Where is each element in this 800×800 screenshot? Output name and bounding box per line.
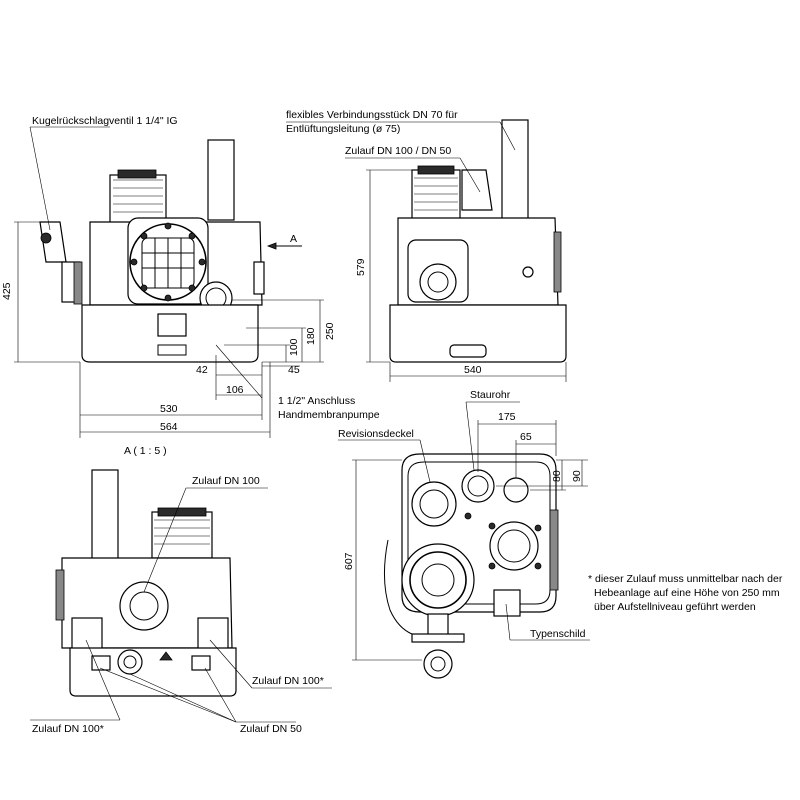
vent-line-label-2: Entlüftungsleitung (ø 75) bbox=[286, 123, 400, 135]
dim-564: 564 bbox=[160, 421, 178, 433]
revisionsdeckel-label: Revisionsdeckel bbox=[338, 428, 414, 440]
dim-90: 90 bbox=[571, 470, 583, 482]
top-view bbox=[384, 454, 558, 678]
dim-42: 42 bbox=[196, 364, 208, 376]
note-line-3: über Aufstellniveau geführt werden bbox=[594, 601, 756, 613]
note-line-1: * dieser Zulauf muss unmittelbar nach de… bbox=[588, 573, 783, 585]
dim-250: 250 bbox=[324, 322, 336, 340]
pump-connection-label-2: Handmembranpumpe bbox=[278, 409, 380, 421]
vent-line-label: flexibles Verbindungsstück DN 70 für bbox=[286, 109, 458, 121]
dim-100: 100 bbox=[288, 338, 300, 356]
staurohr-label: Staurohr bbox=[470, 389, 511, 401]
inlet-100-star-left-label: Zulauf DN 100* bbox=[32, 723, 104, 735]
front-view bbox=[40, 140, 264, 362]
front-height-dim: 425 bbox=[1, 282, 13, 300]
inlet-50-label: Zulauf DN 50 bbox=[240, 723, 302, 735]
view-arrow-label: A bbox=[290, 233, 297, 245]
inlet-100-label: Zulauf DN 100 bbox=[192, 475, 260, 487]
inlet-top-label: Zulauf DN 100 / DN 50 bbox=[345, 145, 451, 157]
top-depth-dim: 607 bbox=[343, 552, 355, 570]
view-scale-label: A ( 1 : 5 ) bbox=[124, 445, 167, 457]
dim-80: 80 bbox=[551, 470, 563, 482]
dim-180: 180 bbox=[305, 327, 317, 345]
dim-530: 530 bbox=[160, 403, 178, 415]
check-valve-label: Kugelrückschlagventil 1 1/4" IG bbox=[32, 115, 178, 127]
dim-45: 45 bbox=[288, 364, 300, 376]
dim-65: 65 bbox=[520, 431, 532, 443]
dim-106: 106 bbox=[226, 384, 244, 396]
pump-connection-label: 1 1/2" Anschluss bbox=[278, 395, 355, 407]
inlet-100-star-right-label: Zulauf DN 100* bbox=[252, 675, 324, 687]
note-line-2: Hebeanlage auf eine Höhe von 250 mm bbox=[594, 587, 780, 599]
typenschild-label: Typenschild bbox=[530, 628, 586, 640]
side-height-dim: 579 bbox=[355, 258, 367, 276]
side-width-dim: 540 bbox=[464, 364, 482, 376]
dim-175: 175 bbox=[498, 411, 516, 423]
